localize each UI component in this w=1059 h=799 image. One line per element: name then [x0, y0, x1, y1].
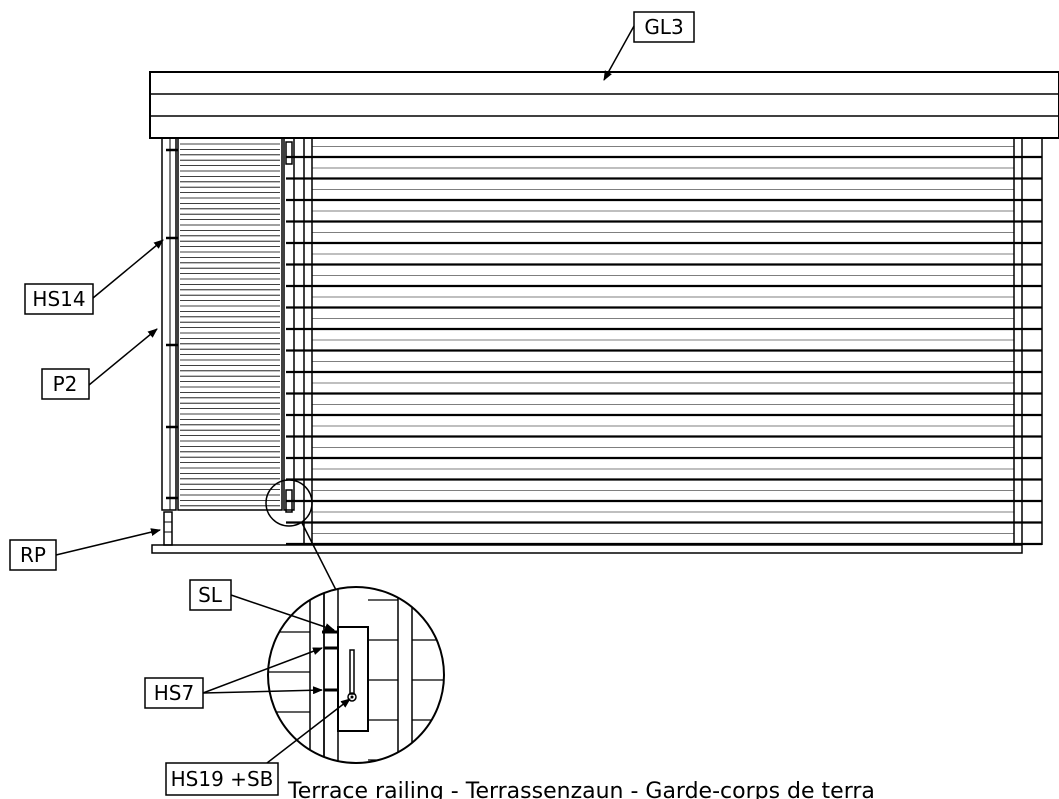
label-p2: P2	[41, 368, 90, 400]
svg-text:HS19 +SB: HS19 +SB	[171, 767, 274, 791]
svg-text:HS14: HS14	[32, 287, 85, 311]
drawing-caption: Terrace railing - Terrassenzaun - Garde-…	[287, 779, 875, 799]
svg-text:HS7: HS7	[154, 681, 194, 705]
detail-reference-circle	[265, 479, 313, 527]
svg-text:P2: P2	[53, 372, 78, 396]
svg-text:GL3: GL3	[644, 15, 683, 39]
label-sl: SL	[189, 579, 232, 611]
top-beam	[149, 71, 1059, 139]
fence-boards	[286, 146, 1042, 546]
label-hs7: HS7	[144, 677, 204, 709]
gate-right-post	[283, 137, 295, 513]
detail-view	[267, 586, 445, 764]
svg-text:RP: RP	[20, 543, 46, 567]
label-hs19-sb: HS19 +SB	[165, 762, 279, 796]
detail-leader	[301, 522, 337, 591]
fence-panel	[286, 138, 1043, 546]
label-hs14: HS14	[24, 283, 94, 315]
gate-panel	[177, 137, 283, 511]
label-gl3: GL3	[633, 11, 695, 43]
hinge-screw-marks	[166, 148, 178, 500]
svg-text:SL: SL	[198, 583, 223, 607]
bottom-rail	[151, 511, 1023, 554]
left-post	[161, 137, 177, 511]
label-rp: RP	[9, 539, 57, 571]
leader-lines	[55, 25, 635, 764]
